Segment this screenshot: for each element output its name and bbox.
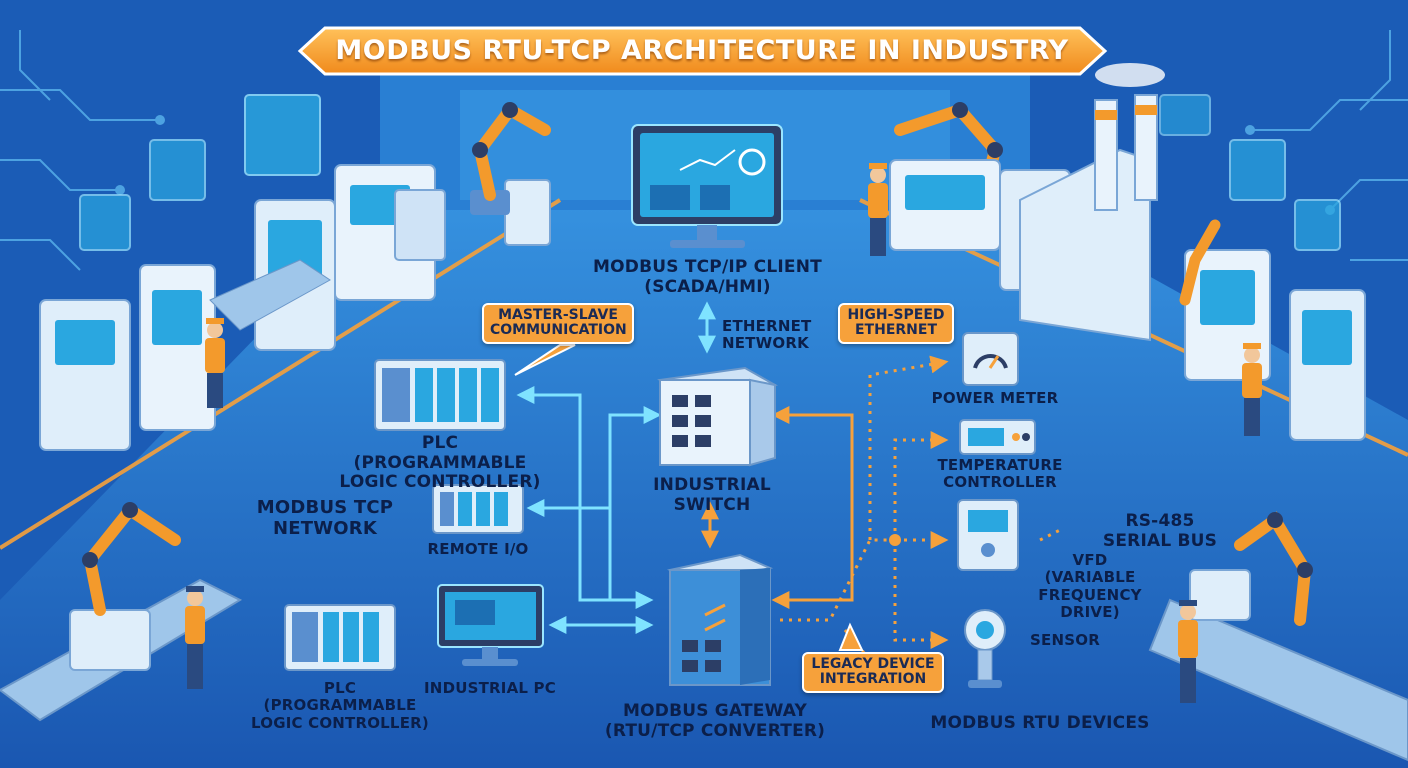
title-banner-shape: [297, 26, 1108, 76]
worker-left: [205, 318, 225, 408]
label-plc-top: PLC (PROGRAMMABLE LOGIC CONTROLLER): [339, 433, 541, 493]
robot-arm-top-left: [470, 102, 551, 215]
vfd-device: [957, 499, 1019, 571]
label-industrial-switch: INDUSTRIAL SWITCH: [653, 475, 771, 515]
plc-top-device: [374, 359, 506, 431]
industrial-pc-device: [437, 584, 544, 666]
page-title: MODBUS RTU-TCP ARCHITECTURE IN INDUSTRY: [335, 35, 1069, 66]
bottom-right-workcell: [1148, 511, 1408, 762]
label-temperature-controller: TEMPERATURE CONTROLLER: [937, 456, 1063, 492]
circuit-traces: [0, 30, 1408, 271]
wall-panels: [79, 94, 1341, 251]
callout-master-slave: MASTER-SLAVE COMMUNICATION: [482, 303, 634, 344]
label-ethernet: ETHERNET NETWORK: [722, 317, 812, 353]
right-factory: [889, 63, 1366, 441]
bottom-left-workcell: [0, 501, 243, 722]
link-switch-right: [771, 406, 854, 609]
plc-bottom-device: [284, 604, 396, 671]
label-gateway: MODBUS GATEWAY (RTU/TCP CONVERTER): [604, 701, 826, 741]
label-scada: MODBUS TCP/IP CLIENT (SCADA/HMI): [593, 257, 822, 297]
remote-io-device: [432, 484, 524, 534]
label-sensor: SENSOR: [1030, 631, 1100, 649]
gateway-device: [667, 553, 774, 686]
worker-bottom-left: [185, 586, 205, 689]
label-vfd: VFD (VARIABLE FREQUENCY DRIVE): [1038, 551, 1142, 621]
temperature-controller-device: [959, 419, 1036, 455]
power-meter-device: [962, 332, 1019, 386]
industrial-switch-device: [657, 366, 779, 467]
callout-high-speed-ethernet: HIGH-SPEED ETHERNET: [838, 303, 954, 344]
master-slave-pointer: [514, 344, 576, 376]
link-switch-left: [608, 406, 662, 600]
callout-legacy-integration: LEGACY DEVICE INTEGRATION: [802, 652, 944, 693]
tcp-links: [516, 301, 716, 634]
label-plc-bottom: PLC (PROGRAMMABLE LOGIC CONTROLLER): [251, 679, 429, 732]
workers: [185, 163, 1262, 703]
left-machines: [39, 164, 551, 451]
label-rtu-devices: MODBUS RTU DEVICES: [930, 713, 1150, 733]
sensor-device: [964, 609, 1006, 688]
label-tcp-network: MODBUS TCP NETWORK: [256, 497, 394, 539]
worker-top-right: [868, 163, 888, 256]
link-plc-top: [516, 386, 654, 609]
label-rs485: RS-485 SERIAL BUS: [1102, 511, 1218, 551]
legacy-pointer: [838, 622, 864, 651]
label-industrial-pc: INDUSTRIAL PC: [424, 679, 556, 697]
label-power-meter: POWER METER: [931, 389, 1059, 407]
worker-right: [1242, 343, 1262, 436]
worker-bottom-right: [1178, 600, 1198, 703]
scada-monitor: [631, 124, 783, 248]
rtu-links: [701, 406, 854, 609]
label-remote-io: REMOTE I/O: [427, 540, 529, 558]
bus-junction: [889, 534, 901, 546]
